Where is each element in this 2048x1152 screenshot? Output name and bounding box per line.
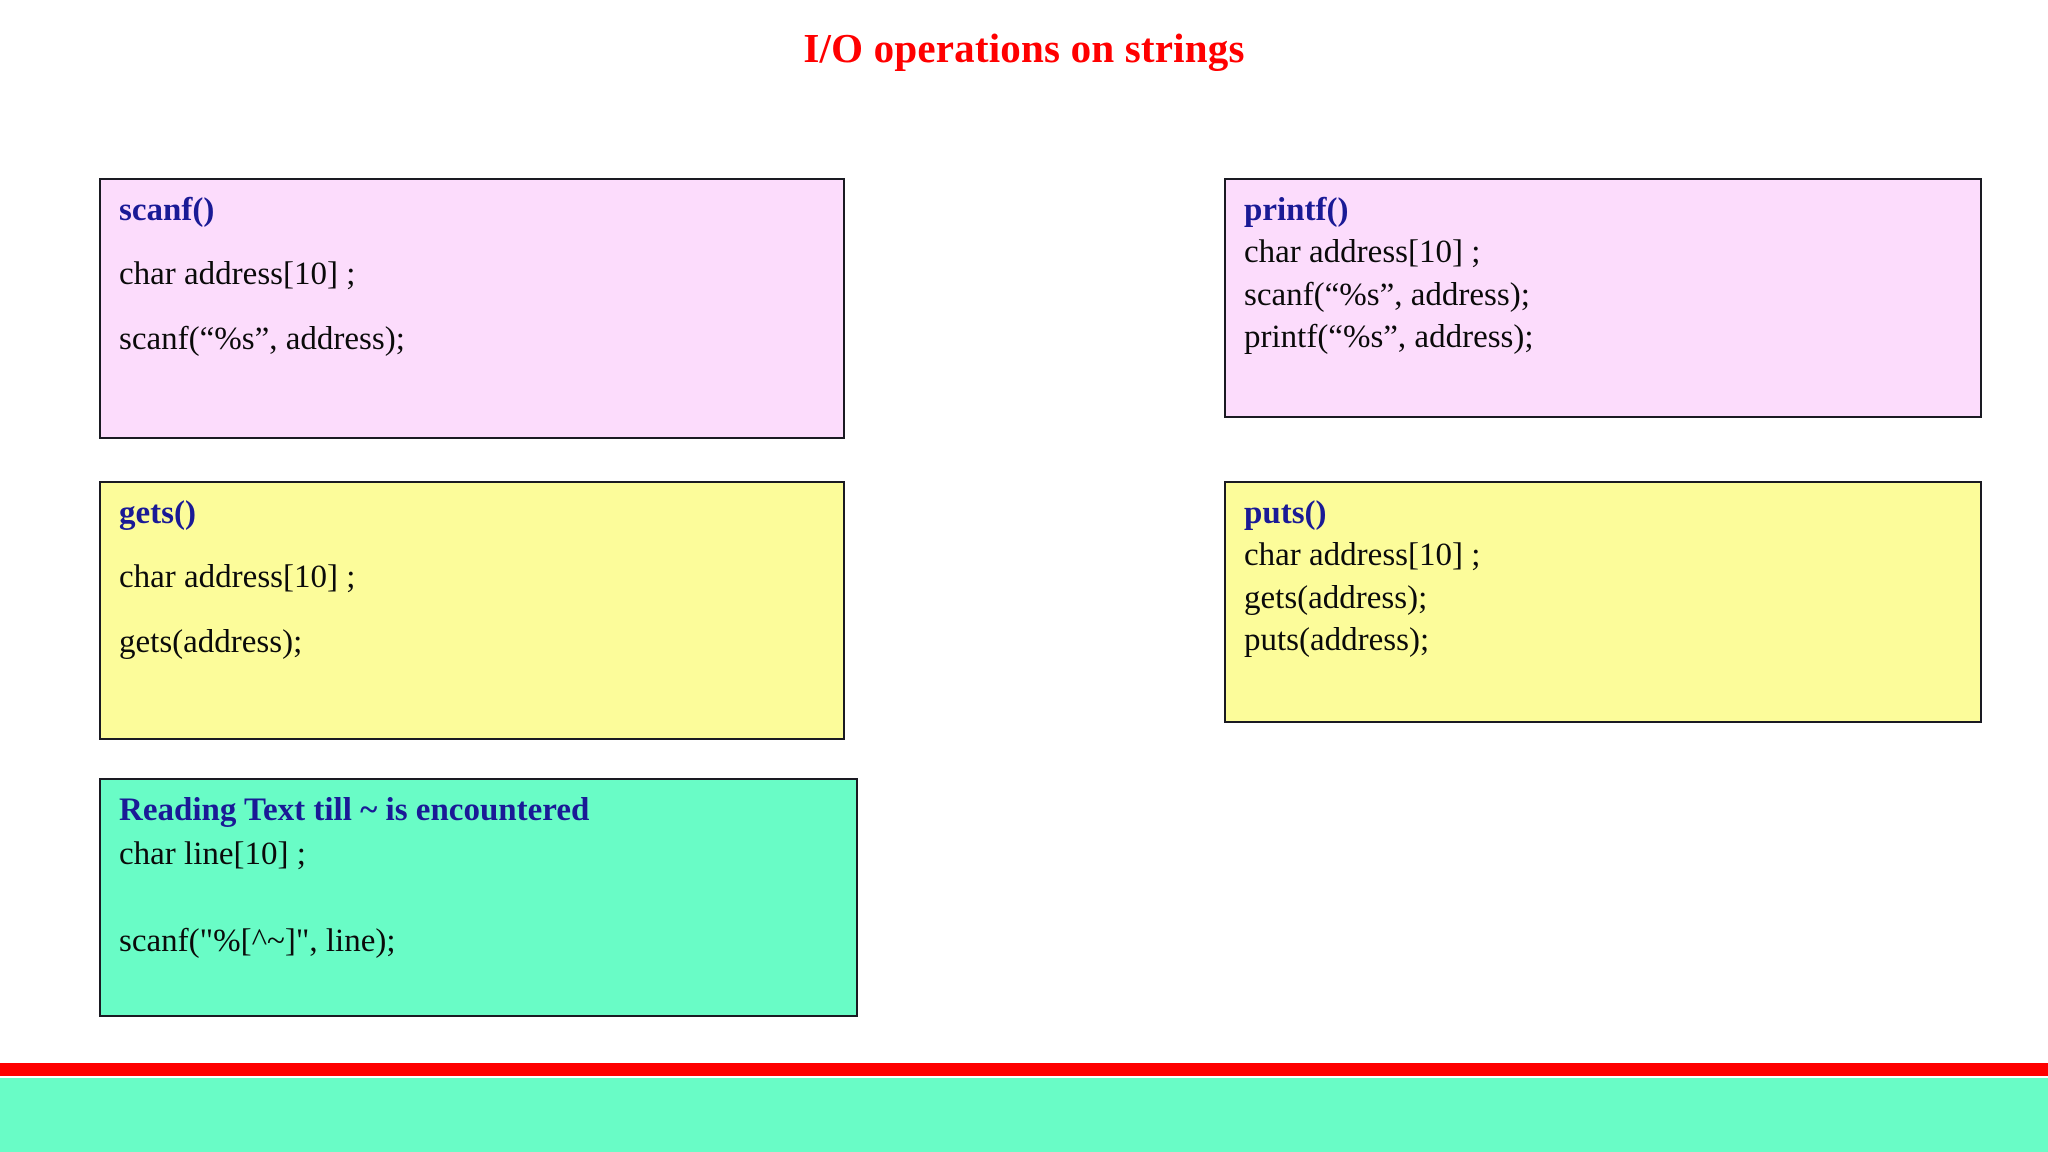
code-box-reading-text-line-1: char line[10] ; [119,836,306,873]
code-box-scanf-line-1: char address[10] ; [119,256,356,293]
code-box-printf-line-2: scanf(“%s”, address); [1244,276,1530,313]
code-box-printf-heading: printf() [1244,192,1349,228]
code-box-scanf: scanf() char address[10] ; scanf(“%s”, a… [99,178,845,439]
code-box-gets-line-2: gets(address); [119,623,303,660]
code-box-printf-line-1: char address[10] ; [1244,234,1481,271]
code-box-gets-heading: gets() [119,495,196,531]
code-box-scanf-line-2: scanf(“%s”, address); [119,320,405,357]
footer-red-bar [0,1063,2048,1076]
code-box-reading-text: Reading Text till ~ is encountered char … [99,778,858,1017]
code-box-scanf-heading: scanf() [119,192,215,228]
footer-green-band [0,1078,2048,1152]
code-box-puts-line-3: puts(address); [1244,621,1430,658]
code-box-gets-line-1: char address[10] ; [119,559,356,596]
code-box-puts-line-2: gets(address); [1244,579,1428,616]
code-box-reading-text-heading: Reading Text till ~ is encountered [119,792,590,828]
code-box-puts: puts() char address[10] ; gets(address);… [1224,481,1982,723]
code-box-printf: printf() char address[10] ; scanf(“%s”, … [1224,178,1982,418]
code-box-reading-text-line-2: scanf("%[^~]", line); [119,922,396,959]
code-box-puts-line-1: char address[10] ; [1244,537,1481,574]
code-box-gets: gets() char address[10] ; gets(address); [99,481,845,740]
code-box-puts-heading: puts() [1244,495,1327,531]
code-box-printf-line-3: printf(“%s”, address); [1244,318,1534,355]
page-title: I/O operations on strings [803,25,1245,71]
